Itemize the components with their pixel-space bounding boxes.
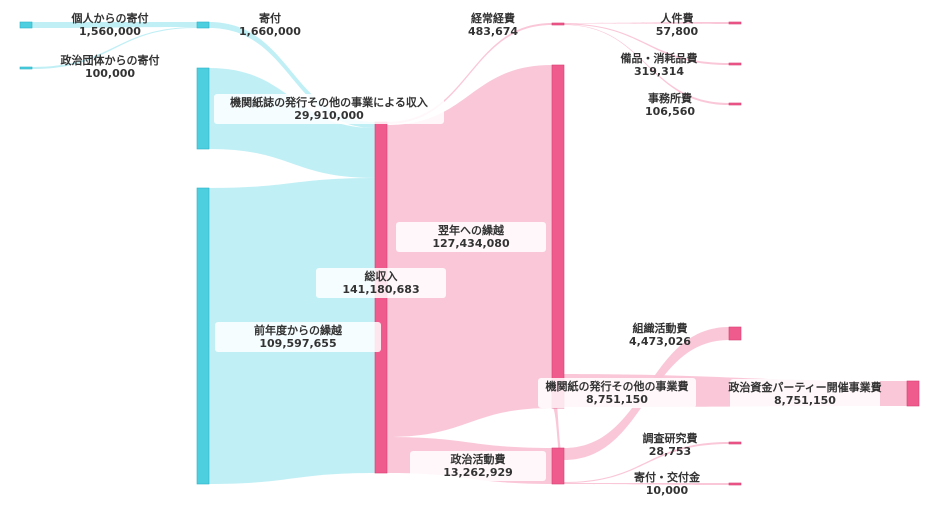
node-contribution — [728, 482, 742, 486]
node-value-political: 13,262,929 — [443, 466, 513, 479]
label-box-party — [730, 379, 880, 409]
node-name-political: 政治活動費 — [451, 452, 506, 466]
node-office — [728, 102, 742, 106]
link-political-to-contribution — [564, 483, 729, 485]
node-supplies — [728, 62, 742, 66]
node-name-individual: 個人からの寄付 — [71, 11, 149, 25]
node-value-publication_income: 29,910,000 — [294, 109, 364, 122]
node-name-carryover_in: 前年度からの繰越 — [254, 323, 343, 337]
node-name-publication_exp: 機関紙の発行その他の事業費 — [546, 379, 689, 393]
node-value-research: 28,753 — [649, 445, 691, 458]
label-box-carryover_in — [215, 322, 381, 352]
node-value-total: 141,180,683 — [342, 283, 419, 296]
node-name-publication_income: 機関紙誌の発行その他の事業による収入 — [230, 95, 428, 109]
node-research — [728, 441, 742, 445]
link-group-to-donation — [32, 27, 197, 69]
node-name-regular: 経常経費 — [471, 11, 515, 25]
node-regular — [551, 22, 565, 26]
label-box-publication_exp — [538, 378, 696, 408]
node-value-group: 100,000 — [85, 67, 135, 80]
node-value-office: 106,560 — [645, 105, 695, 118]
node-name-contribution: 寄付・交付金 — [634, 470, 701, 484]
node-value-supplies: 319,314 — [634, 65, 684, 78]
link-regular-to-office — [564, 24, 729, 105]
node-carryover_in — [196, 187, 210, 485]
node-name-supplies: 備品・消耗品費 — [621, 51, 698, 65]
node-name-office: 事務所費 — [648, 91, 692, 105]
node-value-carryover_out: 127,434,080 — [432, 237, 510, 250]
node-name-research: 調査研究費 — [643, 431, 698, 445]
node-value-donation: 1,660,000 — [239, 25, 301, 38]
link-regular-to-personnel — [564, 22, 729, 24]
label-box-carryover_out — [396, 222, 546, 252]
node-value-personnel: 57,800 — [656, 25, 699, 38]
node-value-regular: 483,674 — [468, 25, 518, 38]
node-name-carryover_out: 翌年への繰越 — [438, 223, 505, 237]
label-donation: 寄付1,660,000 — [239, 11, 301, 38]
node-donation — [196, 21, 210, 29]
node-name-organization: 組織活動費 — [633, 321, 688, 335]
node-value-contribution: 10,000 — [646, 484, 689, 497]
link-donation-to-total — [209, 22, 375, 128]
links-layer — [32, 22, 907, 485]
node-name-personnel: 人件費 — [661, 11, 694, 25]
link-political-to-research — [564, 442, 729, 483]
label-box-political — [410, 451, 546, 481]
node-publication_income — [196, 67, 210, 150]
node-value-party: 8,751,150 — [774, 394, 836, 407]
node-value-individual: 1,560,000 — [79, 25, 141, 38]
node-political — [551, 447, 565, 485]
node-name-group: 政治団体からの寄付 — [61, 53, 160, 67]
link-regular-to-supplies — [564, 23, 729, 65]
node-value-carryover_in: 109,597,655 — [259, 337, 336, 350]
node-organization — [728, 326, 742, 341]
label-box-publication_income — [214, 94, 444, 124]
node-group — [19, 66, 33, 70]
label-box-total — [316, 268, 446, 298]
nodes-layer — [19, 21, 920, 486]
node-name-party: 政治資金パーティー開催事業費 — [728, 380, 881, 394]
node-personnel — [728, 21, 742, 25]
node-value-organization: 4,473,026 — [629, 335, 691, 348]
node-name-total: 総収入 — [365, 269, 398, 283]
link-individual-to-donation — [32, 22, 197, 28]
node-party — [906, 380, 920, 407]
node-name-donation: 寄付 — [259, 11, 281, 25]
node-value-publication_exp: 8,751,150 — [586, 393, 648, 406]
link-total-to-regular — [387, 23, 552, 124]
node-individual — [19, 21, 33, 29]
node-carryover_out — [551, 64, 565, 409]
